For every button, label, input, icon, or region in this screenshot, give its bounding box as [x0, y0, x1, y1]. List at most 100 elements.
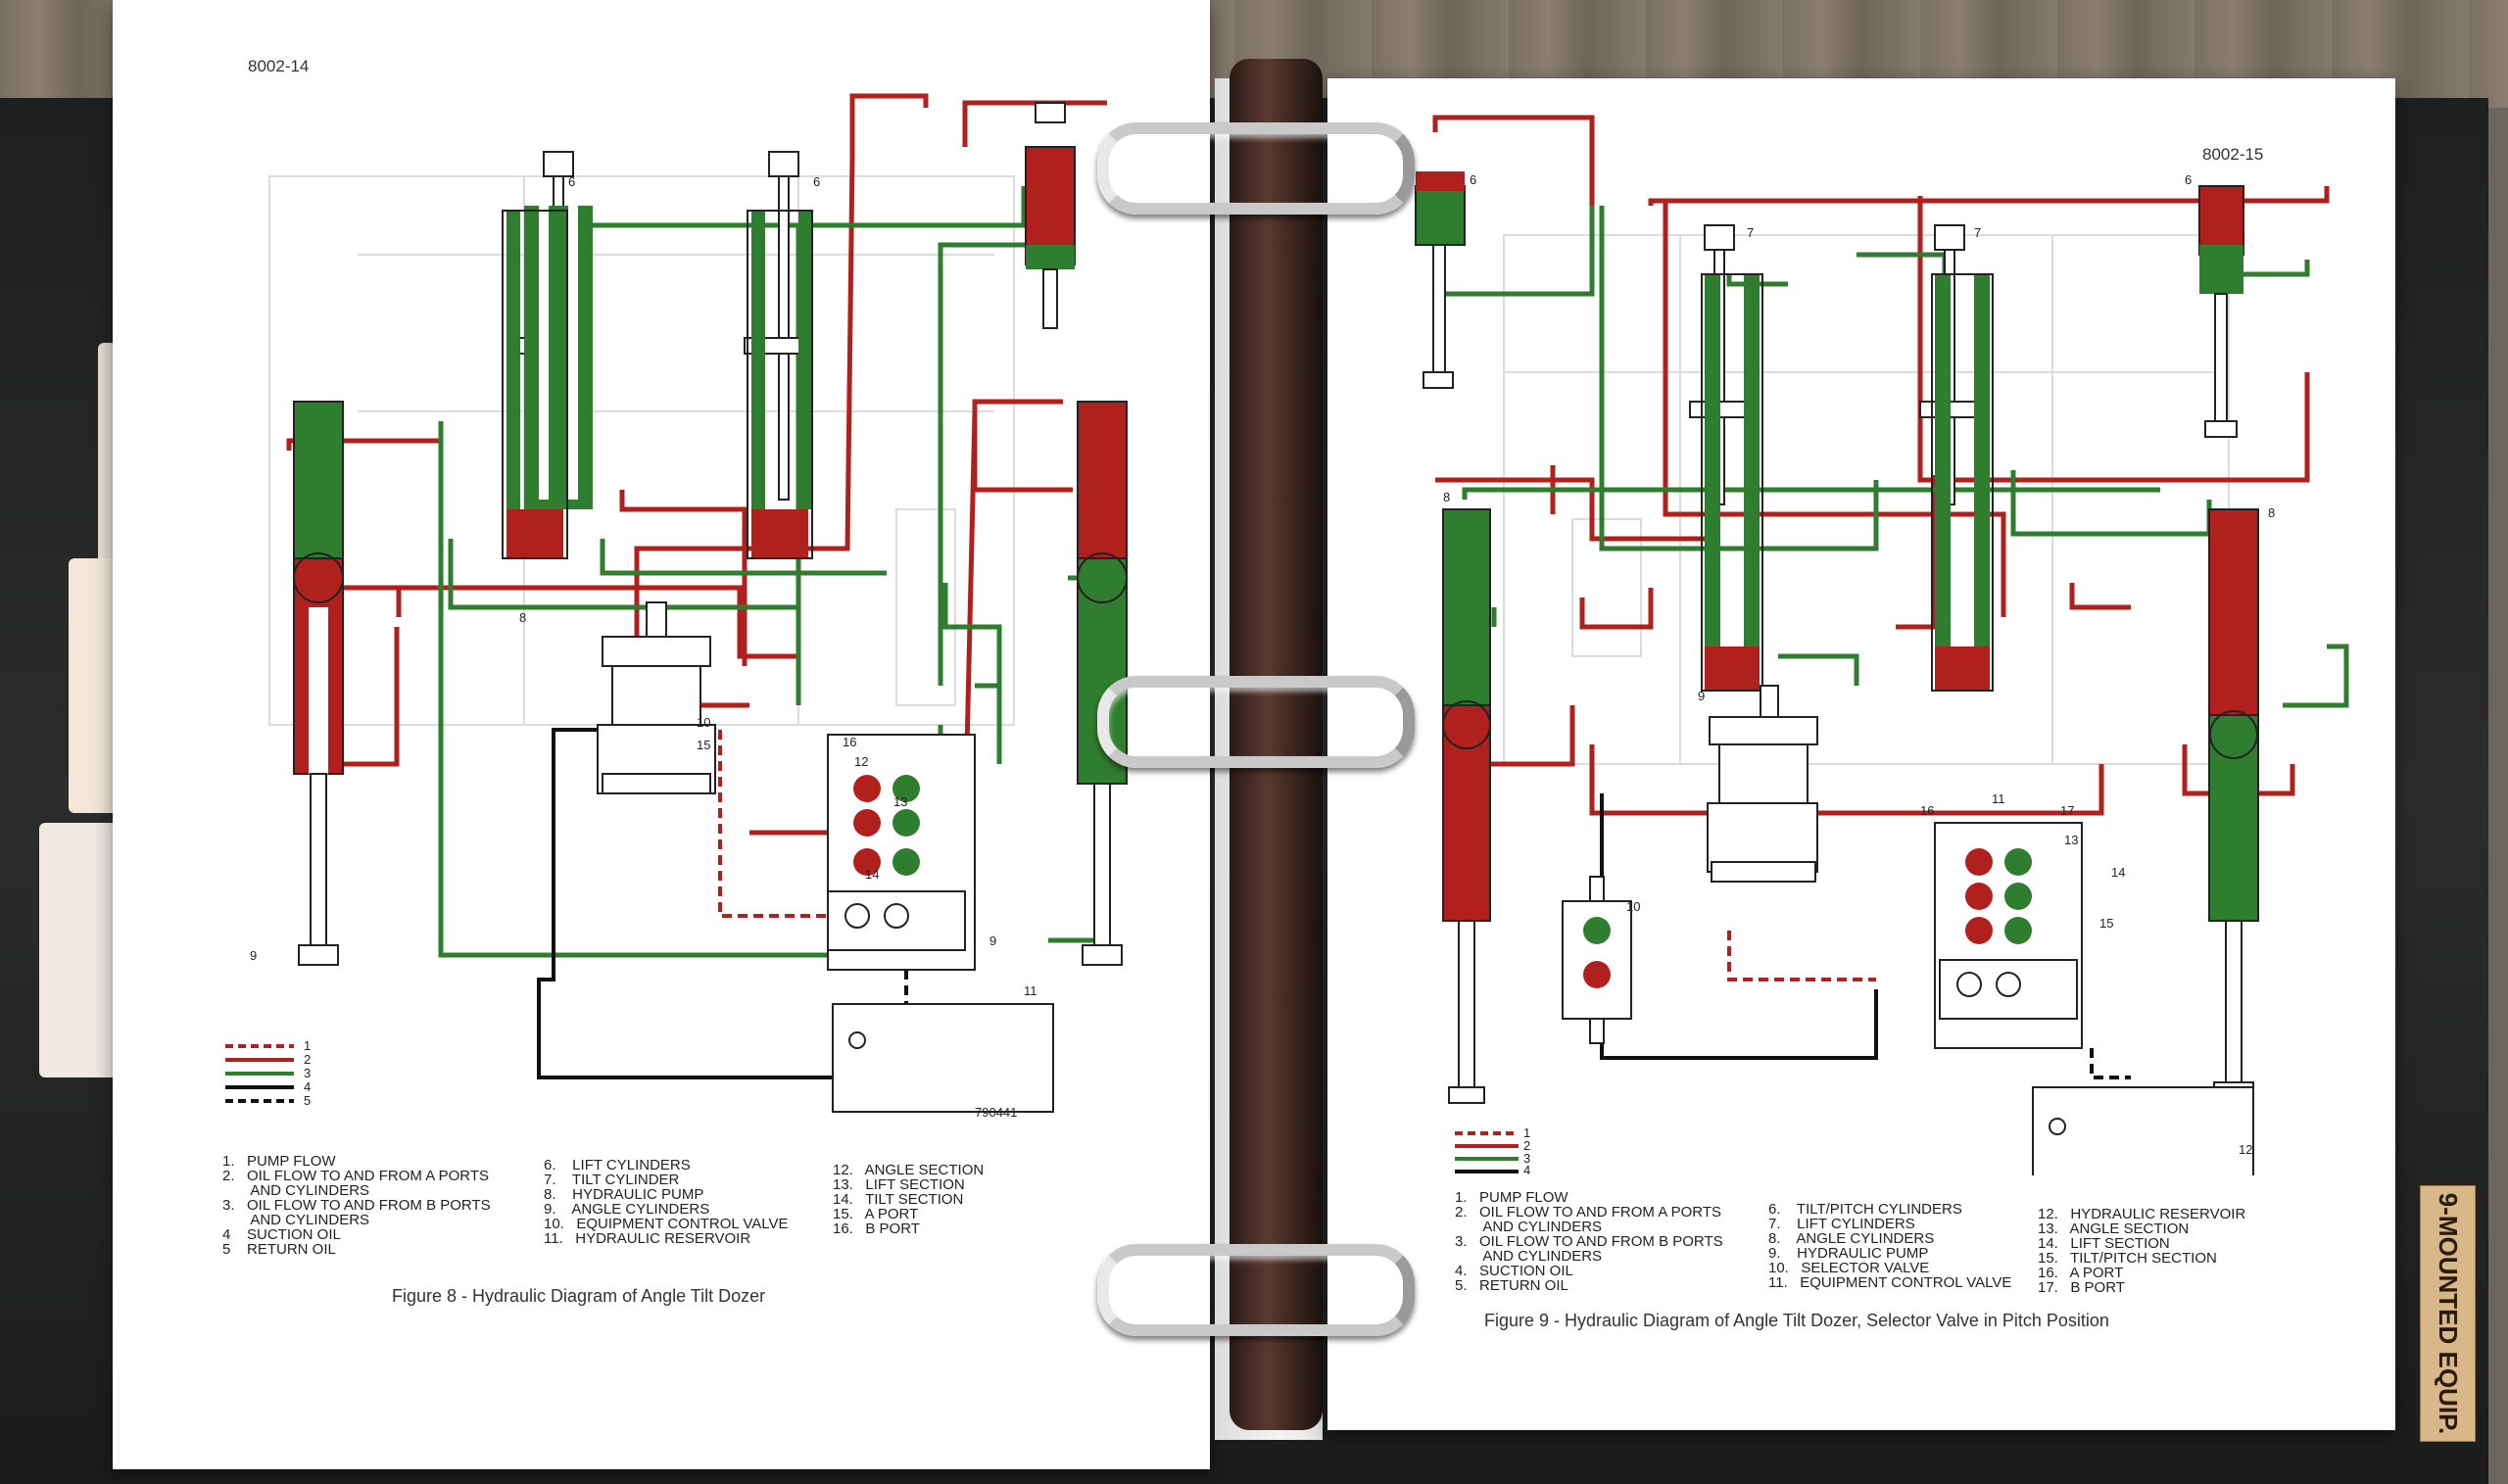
left-key-item: 2. OIL FLOW TO AND FROM A PORTS	[222, 1168, 490, 1184]
tilt-cylinder	[1025, 102, 1076, 329]
callout-14: 14	[865, 867, 879, 882]
left-figure-caption: Figure 8 - Hydraulic Diagram of Angle Ti…	[392, 1286, 766, 1306]
right-key-item: 16. A PORT	[2038, 1265, 2124, 1281]
callout-11: 11	[1024, 983, 1037, 998]
callout-6: 6	[2185, 172, 2192, 187]
lift-cylinder-left	[502, 151, 593, 559]
callout-9: 9	[1698, 689, 1705, 703]
legend-num: 2	[1523, 1138, 1530, 1153]
right-key-item: 5. RETURN OIL	[1455, 1277, 1568, 1294]
left-key-item: 11. HYDRAULIC RESERVOIR	[544, 1230, 751, 1247]
control-valve	[827, 734, 976, 971]
left-key-item: 16. B PORT	[833, 1221, 920, 1237]
callouts: 6 6 7 7 8 8 9 10 11 12 13 14 15 16 17 79…	[1443, 172, 2275, 1157]
callout-16: 16	[1920, 803, 1934, 818]
left-key-item: 10. EQUIPMENT CONTROL VALVE	[544, 1216, 789, 1232]
callout-11: 11	[1992, 791, 2005, 806]
drawing-number: 790441	[975, 1105, 1017, 1120]
left-key-item: 14. TILT SECTION	[833, 1191, 964, 1208]
callout-12: 12	[2239, 1142, 2252, 1157]
legend-num: 4	[304, 1079, 311, 1094]
right-key-item: 3. OIL FLOW TO AND FROM B PORTS	[1455, 1233, 1723, 1250]
left-key-col1: 1. PUMP FLOW 2. OIL FLOW TO AND FROM A P…	[222, 1154, 491, 1257]
binder-ring-bottom	[1097, 1244, 1415, 1336]
callout-8: 8	[519, 610, 526, 625]
right-key-item: AND CYLINDERS	[1455, 1219, 1603, 1235]
callout-8: 8	[2268, 505, 2275, 520]
callouts: 6 6 8 9 9 10 11 12 13 14 15 16	[250, 174, 1037, 998]
control-valve	[1934, 822, 2083, 1049]
left-key-item: 12. ANGLE SECTION	[833, 1162, 985, 1178]
line-legend: 1 2 3 4	[1455, 1125, 1530, 1175]
legend-num: 3	[304, 1066, 311, 1080]
right-key-item: AND CYLINDERS	[1455, 1248, 1603, 1265]
callout-17: 17	[2060, 803, 2074, 818]
right-key-item: 17. B PORT	[2038, 1279, 2125, 1296]
right-key-item: 14. LIFT SECTION	[2038, 1235, 2170, 1252]
right-key-item: 10. SELECTOR VALVE	[1768, 1260, 1930, 1276]
left-key-item: 1. PUMP FLOW	[222, 1153, 336, 1170]
legend-num: 1	[304, 1038, 311, 1053]
right-figure-caption: Figure 9 - Hydraulic Diagram of Angle Ti…	[1484, 1311, 2109, 1330]
binder-spine	[1230, 59, 1323, 1430]
callout-10: 10	[697, 715, 710, 730]
callout-9: 9	[250, 948, 257, 963]
angle-cylinder-right	[2208, 508, 2259, 1099]
callout-12: 12	[854, 754, 868, 769]
a-port-lines	[1432, 115, 2330, 816]
hydraulic-pump	[597, 601, 716, 794]
right-key-item: 8. ANGLE CYLINDERS	[1768, 1230, 1935, 1247]
lift-cylinder-right	[744, 151, 813, 559]
section-tab-label: 9-MOUNTED EQUIP.	[2434, 1192, 2463, 1435]
angle-cylinder-left	[293, 401, 344, 966]
left-key-item: 5 RETURN OIL	[222, 1241, 336, 1258]
lift-cylinder-left	[1689, 224, 1763, 692]
right-hydraulic-diagram: 1 2 3 4 6 6 7 7 8 8 9 10 11 12 13 14 15 …	[1415, 115, 2349, 1175]
callout-6: 6	[813, 174, 820, 189]
divider-tab-left-2	[69, 558, 118, 813]
legend-num: 3	[1523, 1151, 1530, 1166]
right-key-item: 15. TILT/PITCH SECTION	[2038, 1250, 2217, 1267]
divider-tab-left-3	[39, 823, 118, 1077]
right-key-item: 6. TILT/PITCH CYLINDERS	[1768, 1201, 1962, 1218]
right-key-item: 9. HYDRAULIC PUMP	[1768, 1245, 1929, 1262]
right-key-item: 2. OIL FLOW TO AND FROM A PORTS	[1455, 1204, 1722, 1221]
callout-13: 13	[893, 794, 907, 809]
callout-8: 8	[1443, 490, 1450, 504]
callout-10: 10	[1626, 899, 1640, 914]
left-key-item: 13. LIFT SECTION	[833, 1176, 965, 1193]
selector-valve	[1562, 876, 1632, 1044]
right-key-item: 13. ANGLE SECTION	[2038, 1221, 2190, 1237]
left-key-col2: 6. LIFT CYLINDERS 7. TILT CYLINDER 8. HY…	[544, 1158, 789, 1246]
tilt-pitch-cylinder-right	[2198, 185, 2244, 438]
left-key-item: AND CYLINDERS	[222, 1182, 370, 1199]
legend-num: 5	[304, 1093, 311, 1108]
binder-ring-top	[1097, 122, 1415, 215]
callout-7: 7	[1747, 225, 1754, 240]
hydraulic-reservoir: 790441	[832, 1003, 1054, 1120]
legend-num: 4	[1523, 1163, 1530, 1175]
line-legend: 1 2 3 4 5	[225, 1038, 311, 1108]
right-key-item: 4. SUCTION OIL	[1455, 1263, 1573, 1279]
left-key-item: 7. TILT CYLINDER	[544, 1172, 680, 1188]
callout-14: 14	[2111, 865, 2125, 880]
left-key-col3: 12. ANGLE SECTION 13. LIFT SECTION 14. T…	[833, 1163, 984, 1236]
ghost-lines	[1503, 234, 2230, 765]
section-divider-tab: 9-MOUNTED EQUIP.	[2420, 1185, 2476, 1442]
left-key-item: 3. OIL FLOW TO AND FROM B PORTS	[222, 1197, 491, 1214]
callout-7: 7	[1974, 225, 1981, 240]
right-key-item: 7. LIFT CYLINDERS	[1768, 1216, 1915, 1232]
legend-num: 1	[1523, 1125, 1530, 1140]
left-key-item: 4 SUCTION OIL	[222, 1226, 341, 1243]
callout-6: 6	[568, 174, 575, 189]
right-key-item: 1. PUMP FLOW	[1455, 1189, 1568, 1206]
right-key-item: 11. EQUIPMENT CONTROL VALVE	[1768, 1274, 2012, 1291]
callout-16: 16	[843, 735, 856, 749]
right-page-number: 8002-15	[2202, 145, 2264, 164]
callout-13: 13	[2064, 833, 2078, 847]
left-key-item: 6. LIFT CYLINDERS	[544, 1157, 691, 1173]
angle-cylinder-left	[1442, 508, 1491, 1104]
binder-ring-middle	[1097, 676, 1415, 768]
left-key-item: 15. A PORT	[833, 1206, 919, 1222]
